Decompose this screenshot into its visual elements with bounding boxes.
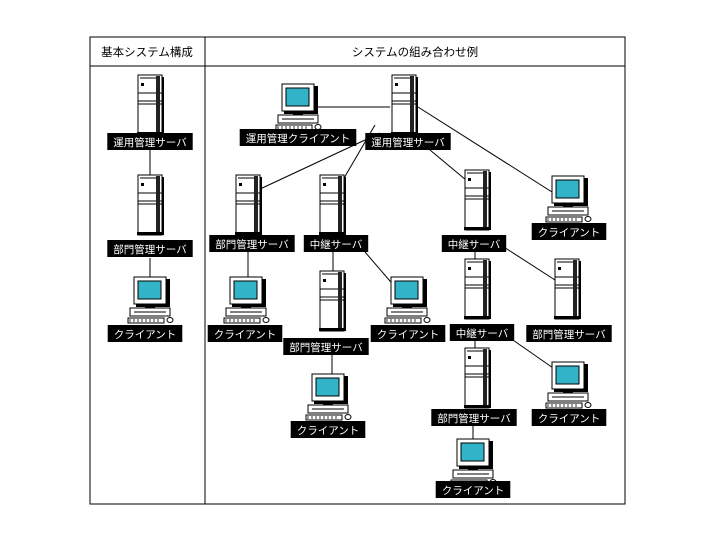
node-label-text: クライアント [538,227,601,239]
server-icon [235,174,262,236]
connection-line [509,337,557,371]
node-label-text: 部門管理サーバ [113,243,187,256]
node-label-text: クライアント [538,413,601,425]
dept-server-1: 部門管理サーバ [209,174,295,252]
server-icon [319,174,346,236]
node-label: クライアント [531,223,607,240]
client-1: クライアント [207,276,283,342]
node-label: 中継サーバ [449,324,515,341]
node-label: クライアント [290,421,366,438]
node-label: クライアント [435,481,511,498]
basic-dept-server: 部門管理サーバ [107,174,193,257]
node-label: クライアント [207,325,283,342]
node-label: クライアント [531,409,607,426]
header-basic-config: 基本システム構成 [101,45,193,59]
client-computer-icon [223,276,270,324]
node-label: 部門管理サーバ [283,338,369,355]
connection-line [417,106,553,193]
dept-server-3: 部門管理サーバ [526,258,612,342]
node-label-text: クライアント [214,329,277,341]
relay-server-2: 中継サーバ [441,169,507,252]
node-label: 部門管理サーバ [526,325,612,342]
server-icon [464,258,491,320]
top-ops-server: 運用管理サーバ [365,74,451,150]
node-label-text: クライアント [377,329,440,341]
server-icon [554,258,581,320]
client-computer-icon [450,438,497,486]
server-icon [137,174,164,236]
relay-server-3: 中継サーバ [449,258,515,341]
node-label: 運用管理サーバ [365,133,451,150]
node-label: クライアント [107,325,183,342]
server-icon [464,347,491,409]
connections [149,106,557,445]
node-label-text: 中継サーバ [310,238,363,251]
client-computer-icon [305,373,352,421]
server-icon [137,74,164,136]
client-computer-icon [545,361,592,409]
node-label: 運用管理クライアント [239,129,357,146]
node-label-text: クライアント [114,329,177,341]
client-4: クライアント [290,373,366,438]
client-5: クライアント [435,438,511,498]
client-computer-icon [384,276,431,324]
server-icon [464,169,491,231]
basic-client: クライアント [107,276,183,342]
connection-line [257,132,381,191]
client-computer-icon [127,276,174,324]
node-label: 運用管理サーバ [107,133,193,150]
node-label-text: 中継サーバ [456,327,509,340]
client-computer-icon [545,175,592,223]
node-label-text: クライアント [442,485,505,497]
node-label-text: 部門管理サーバ [532,328,606,341]
outer-border [89,36,626,505]
server-icon [319,270,346,332]
node-label-text: 運用管理サーバ [113,136,187,149]
node-label-text: 運用管理クライアント [246,132,351,145]
node-label-text: 部門管理サーバ [437,412,511,425]
node-label: 中継サーバ [441,235,507,252]
header-combination-example: システムの組み合わせ例 [352,45,478,59]
client-right-top: クライアント [531,175,607,240]
node-label-text: クライアント [297,425,360,437]
nodes: 運用管理サーバ部門管理サーバクライアント運用管理クライアント運用管理サーバ部門管… [107,74,612,498]
basic-ops-server: 運用管理サーバ [107,74,193,150]
connection-line [429,149,467,181]
client-computer-icon [275,83,322,131]
node-label: クライアント [370,325,446,342]
node-label: 中継サーバ [303,235,369,252]
node-label-text: 運用管理サーバ [371,136,445,149]
node-label-text: 部門管理サーバ [289,341,363,354]
node-label: 部門管理サーバ [107,240,193,257]
node-label: 部門管理サーバ [431,409,517,426]
ops-client: 運用管理クライアント [239,83,357,146]
dept-server-2: 部門管理サーバ [283,270,369,355]
dept-server-4: 部門管理サーバ [431,347,517,426]
relay-server-1: 中継サーバ [303,174,369,252]
frame: 基本システム構成 システムの組み合わせ例 [89,36,626,505]
node-label: 部門管理サーバ [209,235,295,252]
client-3: クライアント [531,361,607,426]
server-icon [391,74,418,136]
node-label-text: 中継サーバ [448,238,501,251]
node-label-text: 部門管理サーバ [215,238,289,251]
client-2: クライアント [370,276,446,342]
